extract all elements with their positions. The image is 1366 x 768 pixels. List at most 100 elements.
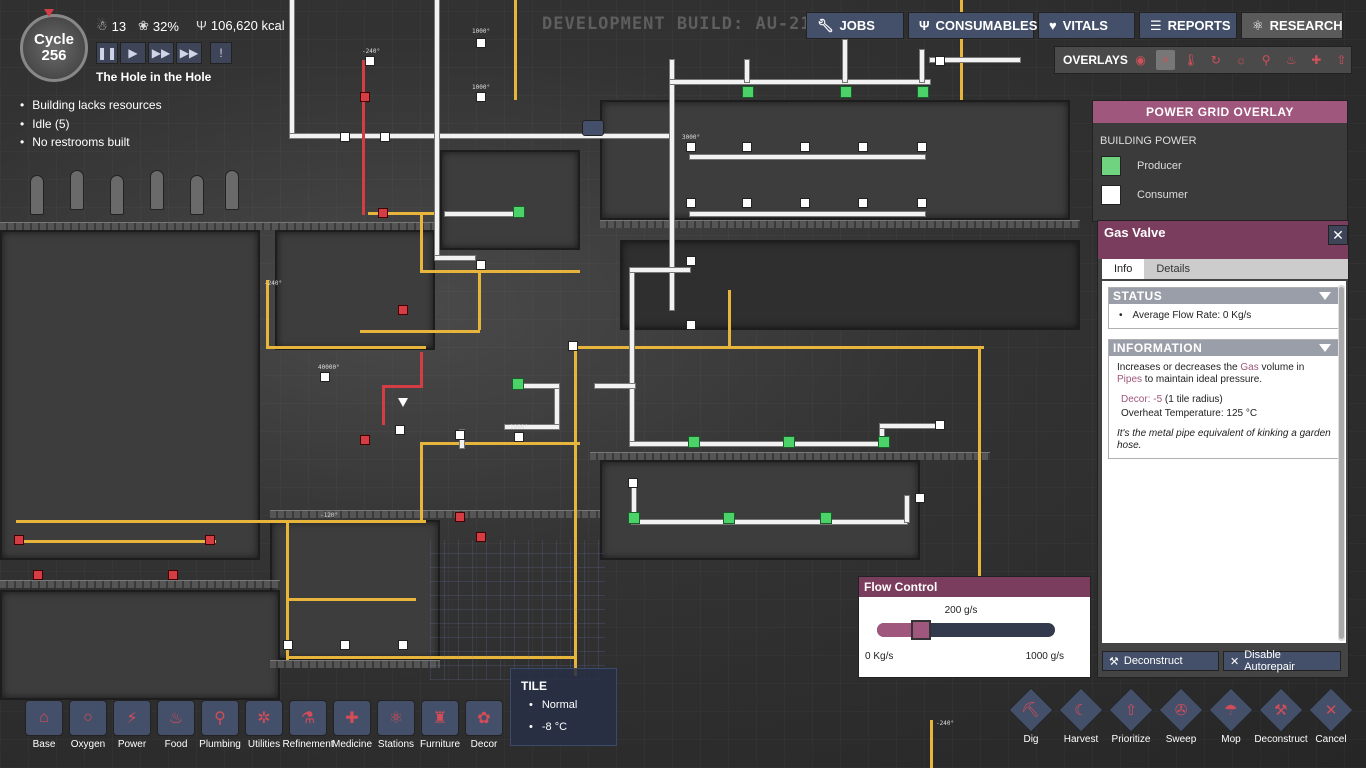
power-node[interactable] <box>455 430 465 440</box>
power-node[interactable] <box>476 38 486 48</box>
hot-pipe-node[interactable] <box>360 92 370 102</box>
power-node[interactable] <box>917 142 927 152</box>
power-node[interactable] <box>320 372 330 382</box>
vitals-button[interactable]: ♥VITALS <box>1038 12 1135 39</box>
alert-item[interactable]: Building lacks resources <box>20 96 161 115</box>
power-node[interactable] <box>340 640 350 650</box>
power-node[interactable] <box>915 493 925 503</box>
close-button[interactable]: ✕ <box>1328 225 1348 245</box>
power-node[interactable] <box>283 640 293 650</box>
tool-cancel[interactable]: ✕Cancel <box>1308 687 1354 745</box>
decor-link[interactable]: Decor <box>1121 394 1148 405</box>
power-node[interactable] <box>935 420 945 430</box>
cycle-counter[interactable]: Cycle 256 <box>20 14 88 82</box>
speech-bubble-icon[interactable] <box>582 120 604 136</box>
disable-autorepair-button[interactable]: ✕Disable Autorepair <box>1223 649 1341 673</box>
deconstruct-button[interactable]: ⚒Deconstruct <box>1102 651 1219 671</box>
power-node[interactable] <box>742 198 752 208</box>
power-overlay-icon[interactable]: ⚡ <box>1156 50 1176 70</box>
build-category-plumbing[interactable]: ⚲Plumbing <box>199 700 241 750</box>
speed-2-button[interactable]: ▶▶ <box>148 42 174 64</box>
power-producer[interactable] <box>628 512 640 524</box>
build-category-furniture[interactable]: ♜Furniture <box>420 700 460 750</box>
power-producer[interactable] <box>840 86 852 98</box>
power-node[interactable] <box>800 198 810 208</box>
gas-link[interactable]: Gas <box>1240 362 1259 373</box>
alert-item[interactable]: No restrooms built <box>20 133 162 152</box>
tab-details[interactable]: Details <box>1156 263 1190 275</box>
tool-harvest[interactable]: ☾Harvest <box>1058 687 1104 745</box>
power-node[interactable] <box>935 56 945 66</box>
tool-mop[interactable]: ☂Mop <box>1208 687 1254 745</box>
tool-dig[interactable]: ⛏Dig <box>1008 687 1054 745</box>
power-node[interactable] <box>686 198 696 208</box>
build-category-oxygen[interactable]: ○Oxygen <box>68 700 108 750</box>
calorie-indicator[interactable]: Ψ 106,620 kcal <box>196 18 285 33</box>
power-node[interactable] <box>628 478 638 488</box>
power-node[interactable] <box>686 142 696 152</box>
hot-pipe-node[interactable] <box>360 435 370 445</box>
power-producer[interactable] <box>688 436 700 448</box>
power-node[interactable] <box>340 132 350 142</box>
hot-pipe-node[interactable] <box>398 305 408 315</box>
hot-pipe-node[interactable] <box>476 532 486 542</box>
red-alert-button[interactable]: ! <box>210 42 232 64</box>
tab-info[interactable]: Info <box>1102 259 1145 279</box>
power-producer[interactable] <box>512 378 524 390</box>
power-node[interactable] <box>380 132 390 142</box>
power-node[interactable] <box>365 56 375 66</box>
speed-1-button[interactable]: ▶ <box>120 42 146 64</box>
power-producer[interactable] <box>820 512 832 524</box>
flow-slider-handle[interactable] <box>910 620 931 640</box>
status-header[interactable]: STATUS <box>1109 288 1339 304</box>
tool-prioritize[interactable]: ⇧Prioritize <box>1108 687 1154 745</box>
stress-indicator[interactable]: ❀ 32% <box>138 18 179 34</box>
power-node[interactable] <box>858 198 868 208</box>
hot-pipe-node[interactable] <box>33 570 43 580</box>
oxygen-overlay-icon[interactable]: ◉ <box>1135 53 1146 67</box>
pipes-link[interactable]: Pipes <box>1117 374 1143 385</box>
materials-overlay-icon[interactable]: ↻ <box>1210 53 1221 67</box>
temperature-overlay-icon[interactable]: 🌡︎ <box>1183 53 1199 67</box>
power-node[interactable] <box>686 320 696 330</box>
power-node[interactable] <box>686 256 696 266</box>
reports-button[interactable]: ☰REPORTS <box>1139 12 1237 39</box>
power-node[interactable] <box>476 92 486 102</box>
power-node[interactable] <box>800 142 810 152</box>
alert-item[interactable]: Idle (5) <box>20 115 162 134</box>
liquid-overlay-icon[interactable]: ⚲ <box>1261 53 1271 67</box>
hot-pipe-node[interactable] <box>455 512 465 522</box>
power-node[interactable] <box>858 142 868 152</box>
power-producer[interactable] <box>917 86 929 98</box>
tool-sweep[interactable]: ✇Sweep <box>1158 687 1204 745</box>
hot-pipe-node[interactable] <box>378 208 388 218</box>
power-node[interactable] <box>917 198 927 208</box>
power-producer[interactable] <box>723 512 735 524</box>
power-node[interactable] <box>395 425 405 435</box>
build-category-medicine[interactable]: ✚Medicine <box>332 700 372 750</box>
power-node[interactable] <box>742 142 752 152</box>
hot-pipe-node[interactable] <box>205 535 215 545</box>
duplicant-count[interactable]: ☃ 13 <box>96 18 126 34</box>
build-category-stations[interactable]: ⚛Stations <box>376 700 416 750</box>
panel-scroll-thumb[interactable] <box>1339 287 1344 639</box>
power-producer[interactable] <box>742 86 754 98</box>
build-category-refinement[interactable]: ⚗Refinement <box>282 700 334 750</box>
power-producer[interactable] <box>513 206 525 218</box>
hot-pipe-node[interactable] <box>14 535 24 545</box>
power-node[interactable] <box>398 640 408 650</box>
pause-button[interactable]: ❚❚ <box>96 42 118 64</box>
power-node[interactable] <box>568 341 578 351</box>
build-category-power[interactable]: ⚡Power <box>112 700 152 750</box>
light-overlay-icon[interactable]: ☼ <box>1235 53 1247 67</box>
build-category-decor[interactable]: ✿Decor <box>464 700 504 750</box>
information-header[interactable]: INFORMATION <box>1109 340 1339 356</box>
research-button[interactable]: ⚛RESEARCH <box>1241 12 1343 39</box>
decor-overlay-icon[interactable]: ✚ <box>1311 53 1322 67</box>
speed-3-button[interactable]: ▶▶ <box>176 42 202 64</box>
build-category-base[interactable]: ⌂Base <box>24 700 64 750</box>
build-category-food[interactable]: ♨Food <box>156 700 196 750</box>
priority-overlay-icon[interactable]: ⇧ <box>1336 53 1347 67</box>
hot-pipe-node[interactable] <box>168 570 178 580</box>
